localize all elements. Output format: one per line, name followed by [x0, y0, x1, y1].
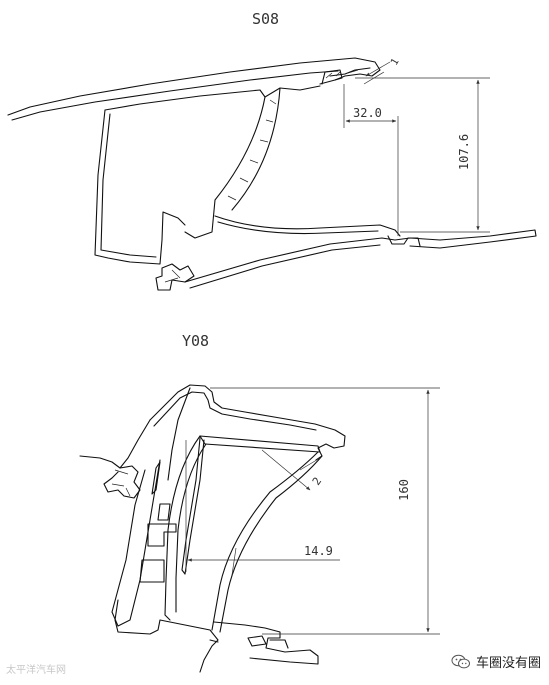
- s08-dim-small-label: 1: [389, 57, 402, 68]
- y08-ext-right: [231, 547, 237, 576]
- y08-seal-arc: [211, 451, 319, 631]
- s08-frame-left: [94, 109, 186, 265]
- s08-dim-small-line-2: [363, 71, 385, 85]
- s08-lower-left-clip-detail: [164, 269, 181, 283]
- y08-left-clip: [79, 455, 141, 499]
- s08-frame-inner: [100, 113, 157, 258]
- s08-section: S08 107.6 32.0: [7, 10, 537, 291]
- y08-pillar-box-2: [139, 559, 165, 583]
- y08-pillar-box-1: [147, 523, 177, 547]
- y08-roof-inner: [153, 391, 317, 431]
- s08-seal-arc: [184, 96, 266, 239]
- y08-sill: [159, 619, 219, 673]
- s08-dim-small-line: [365, 61, 391, 77]
- s08-dim-vertical-label: 107.6: [457, 134, 471, 170]
- s08-lower-body-inner: [189, 244, 381, 289]
- s08-roof-panel-inner: [11, 70, 339, 121]
- y08-title: Y08: [182, 332, 209, 350]
- s08-lower-body: [184, 229, 537, 283]
- s08-lower-left-clip: [155, 263, 195, 291]
- y08-section: Y08 160: [79, 332, 440, 673]
- s08-dim-horizontal-label: 32.0: [353, 106, 382, 120]
- s08-seal-arc-inner: [231, 87, 281, 211]
- y08-sill-lower: [213, 621, 319, 665]
- watermark-right: 车圈没有圈: [451, 652, 541, 671]
- y08-left-clip-detail: [111, 469, 131, 497]
- y08-sill-clip: [247, 635, 289, 649]
- s08-seal-hatch: [227, 99, 277, 201]
- y08-pillar-outer: [119, 387, 191, 481]
- s08-roof-lower: [104, 85, 321, 111]
- s08-title: S08: [252, 10, 279, 28]
- wechat-icon: [451, 654, 471, 670]
- y08-roof-top: [149, 384, 346, 461]
- watermark-right-text: 车圈没有圈: [475, 656, 541, 671]
- s08-upper-clip-detail: [325, 69, 359, 79]
- y08-pillar-body: [111, 459, 161, 627]
- y08-trim-curve-inner: [175, 443, 207, 613]
- s08-roof-panel: [7, 57, 381, 116]
- s08-door-bottom: [214, 215, 401, 237]
- s08-upper-clip: [321, 67, 371, 85]
- y08-dim-horizontal-label: 14.9: [304, 544, 333, 558]
- y08-pillar-lower: [114, 599, 161, 635]
- s08-door-bottom-inner: [217, 221, 379, 235]
- y08-dim-small-ext: [299, 457, 321, 471]
- s08-lower-right-clip: [387, 235, 421, 247]
- y08-dim-vertical-label: 160: [397, 479, 411, 501]
- watermark-left: 太平洋汽车网: [6, 665, 66, 676]
- y08-pillar-slot: [151, 461, 171, 521]
- y08-dim-small-line: [261, 449, 311, 491]
- y08-seal-arc-2: [219, 455, 323, 633]
- y08-trim-outer: [199, 435, 321, 453]
- y08-strip: [181, 437, 205, 575]
- y08-dim-small-label: 2: [310, 475, 324, 488]
- y08-trim-curve: [164, 435, 201, 621]
